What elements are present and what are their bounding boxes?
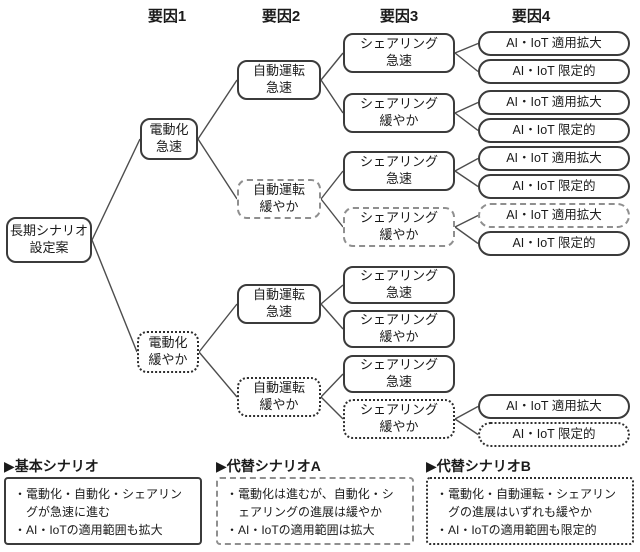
node-aiiot-limited-2: AI・IoT 限定的 [478, 118, 630, 143]
legend-title-alt-b: ▶代替シナリオB [426, 458, 531, 474]
legend-title-basic: ▶基本シナリオ [4, 458, 99, 474]
node-sharing-rapid-1: シェアリング 急速 [343, 33, 455, 73]
column-header-factor1: 要因1 [147, 8, 187, 25]
legend-box-alt-b: ・電動化・自動運転・シェアリングの進展はいずれも緩やか ・AI・IoTの適用範囲… [426, 477, 634, 545]
node-aiiot-limited-1: AI・IoT 限定的 [478, 59, 630, 84]
node-sharing-rapid-4: シェアリング 急速 [343, 355, 455, 393]
node-sharing-gradual-2: シェアリング 緩やか [343, 207, 455, 247]
node-aiiot-limited-4: AI・IoT 限定的 [478, 231, 630, 256]
legend-box-basic: ・電動化・自動化・シェアリングが急速に進む ・AI・IoTの適用範囲も拡大 [4, 477, 202, 545]
legend-basic-line-1: ・電動化・自動化・シェアリングが急速に進む [14, 487, 183, 519]
root-node: 長期シナリオ 設定案 [6, 217, 92, 263]
node-aiiot-expand-5: AI・IoT 適用拡大 [478, 394, 630, 419]
legend-alt-b-line-2: ・AI・IoTの適用範囲も限定的 [436, 523, 597, 537]
node-sharing-gradual-1: シェアリング 緩やか [343, 93, 455, 133]
node-sharing-rapid-2: シェアリング 急速 [343, 151, 455, 191]
column-header-factor2: 要因2 [261, 8, 301, 25]
legend-alt-a-line-2: ・AI・IoTの適用範囲は拡大 [226, 523, 375, 537]
node-electrification-gradual: 電動化 緩やか [137, 331, 199, 373]
node-aiiot-expand-3: AI・IoT 適用拡大 [478, 146, 630, 171]
node-autonomous-gradual-1: 自動運転 緩やか [237, 179, 321, 219]
node-sharing-rapid-3: シェアリング 急速 [343, 266, 455, 304]
node-sharing-gradual-4: シェアリング 緩やか [343, 399, 455, 439]
node-aiiot-limited-5: AI・IoT 限定的 [478, 422, 630, 447]
legend-basic-line-2: ・AI・IoTの適用範囲も拡大 [14, 523, 163, 537]
node-aiiot-expand-4: AI・IoT 適用拡大 [478, 203, 630, 228]
column-header-factor4: 要因4 [511, 8, 551, 25]
node-aiiot-limited-3: AI・IoT 限定的 [478, 174, 630, 199]
legend-box-alt-a: ・電動化は進むが、自動化・シェアリングの進展は緩やか ・AI・IoTの適用範囲は… [216, 477, 414, 545]
legend-title-alt-a: ▶代替シナリオA [216, 458, 321, 474]
legend-alt-b-line-1: ・電動化・自動運転・シェアリングの進展はいずれも緩やか [436, 487, 617, 519]
legend-alt-a-line-1: ・電動化は進むが、自動化・シェアリングの進展は緩やか [226, 487, 394, 519]
node-autonomous-rapid-1: 自動運転 急速 [237, 60, 321, 100]
node-aiiot-expand-2: AI・IoT 適用拡大 [478, 90, 630, 115]
column-header-factor3: 要因3 [379, 8, 419, 25]
node-autonomous-rapid-2: 自動運転 急速 [237, 284, 321, 324]
node-aiiot-expand-1: AI・IoT 適用拡大 [478, 31, 630, 56]
node-autonomous-gradual-2: 自動運転 緩やか [237, 377, 321, 417]
node-electrification-rapid: 電動化 急速 [140, 118, 198, 160]
node-sharing-gradual-3: シェアリング 緩やか [343, 310, 455, 348]
